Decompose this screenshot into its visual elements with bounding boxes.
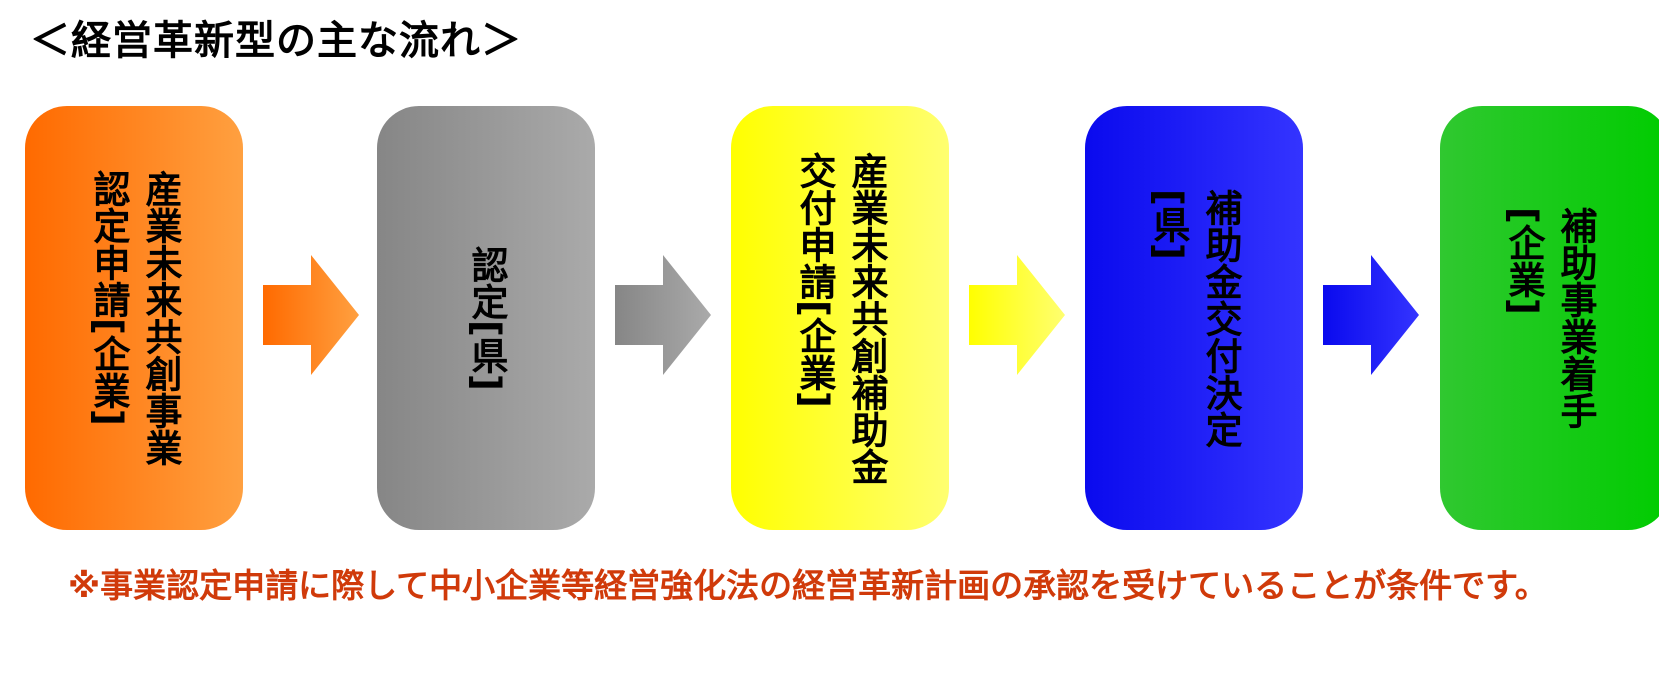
right-arrow-icon: [615, 255, 711, 375]
flow-step-label: 補助金交付決定 [県]: [1147, 188, 1242, 448]
flow-step-3: 産業未来共創補助金 交付申請[企業]: [731, 106, 949, 530]
flow-step-label: 補助事業着手 [企業]: [1502, 207, 1597, 429]
footnote: ※事業認定申請に際して中小企業等経営強化法の経営革新計画の承認を受けていることが…: [68, 566, 1548, 605]
right-arrow-icon: [263, 255, 359, 375]
right-arrow-icon: [1323, 255, 1419, 375]
flow-step-1: 産業未来共創事業 認定申請[企業]: [25, 106, 243, 530]
flow-step-4: 補助金交付決定 [県]: [1085, 106, 1303, 530]
flow-step-label: 産業未来共創補助金 交付申請[企業]: [793, 151, 888, 485]
flow-step-2: 認定[県]: [377, 106, 595, 530]
flow-step-5: 補助事業着手 [企業]: [1440, 106, 1659, 530]
flow-step-label: 産業未来共創事業 認定申請[企業]: [87, 170, 182, 466]
page-title: ＜経営革新型の主な流れ＞: [30, 18, 522, 64]
flow-step-label: 認定[県]: [465, 245, 508, 391]
right-arrow-icon: [969, 255, 1065, 375]
